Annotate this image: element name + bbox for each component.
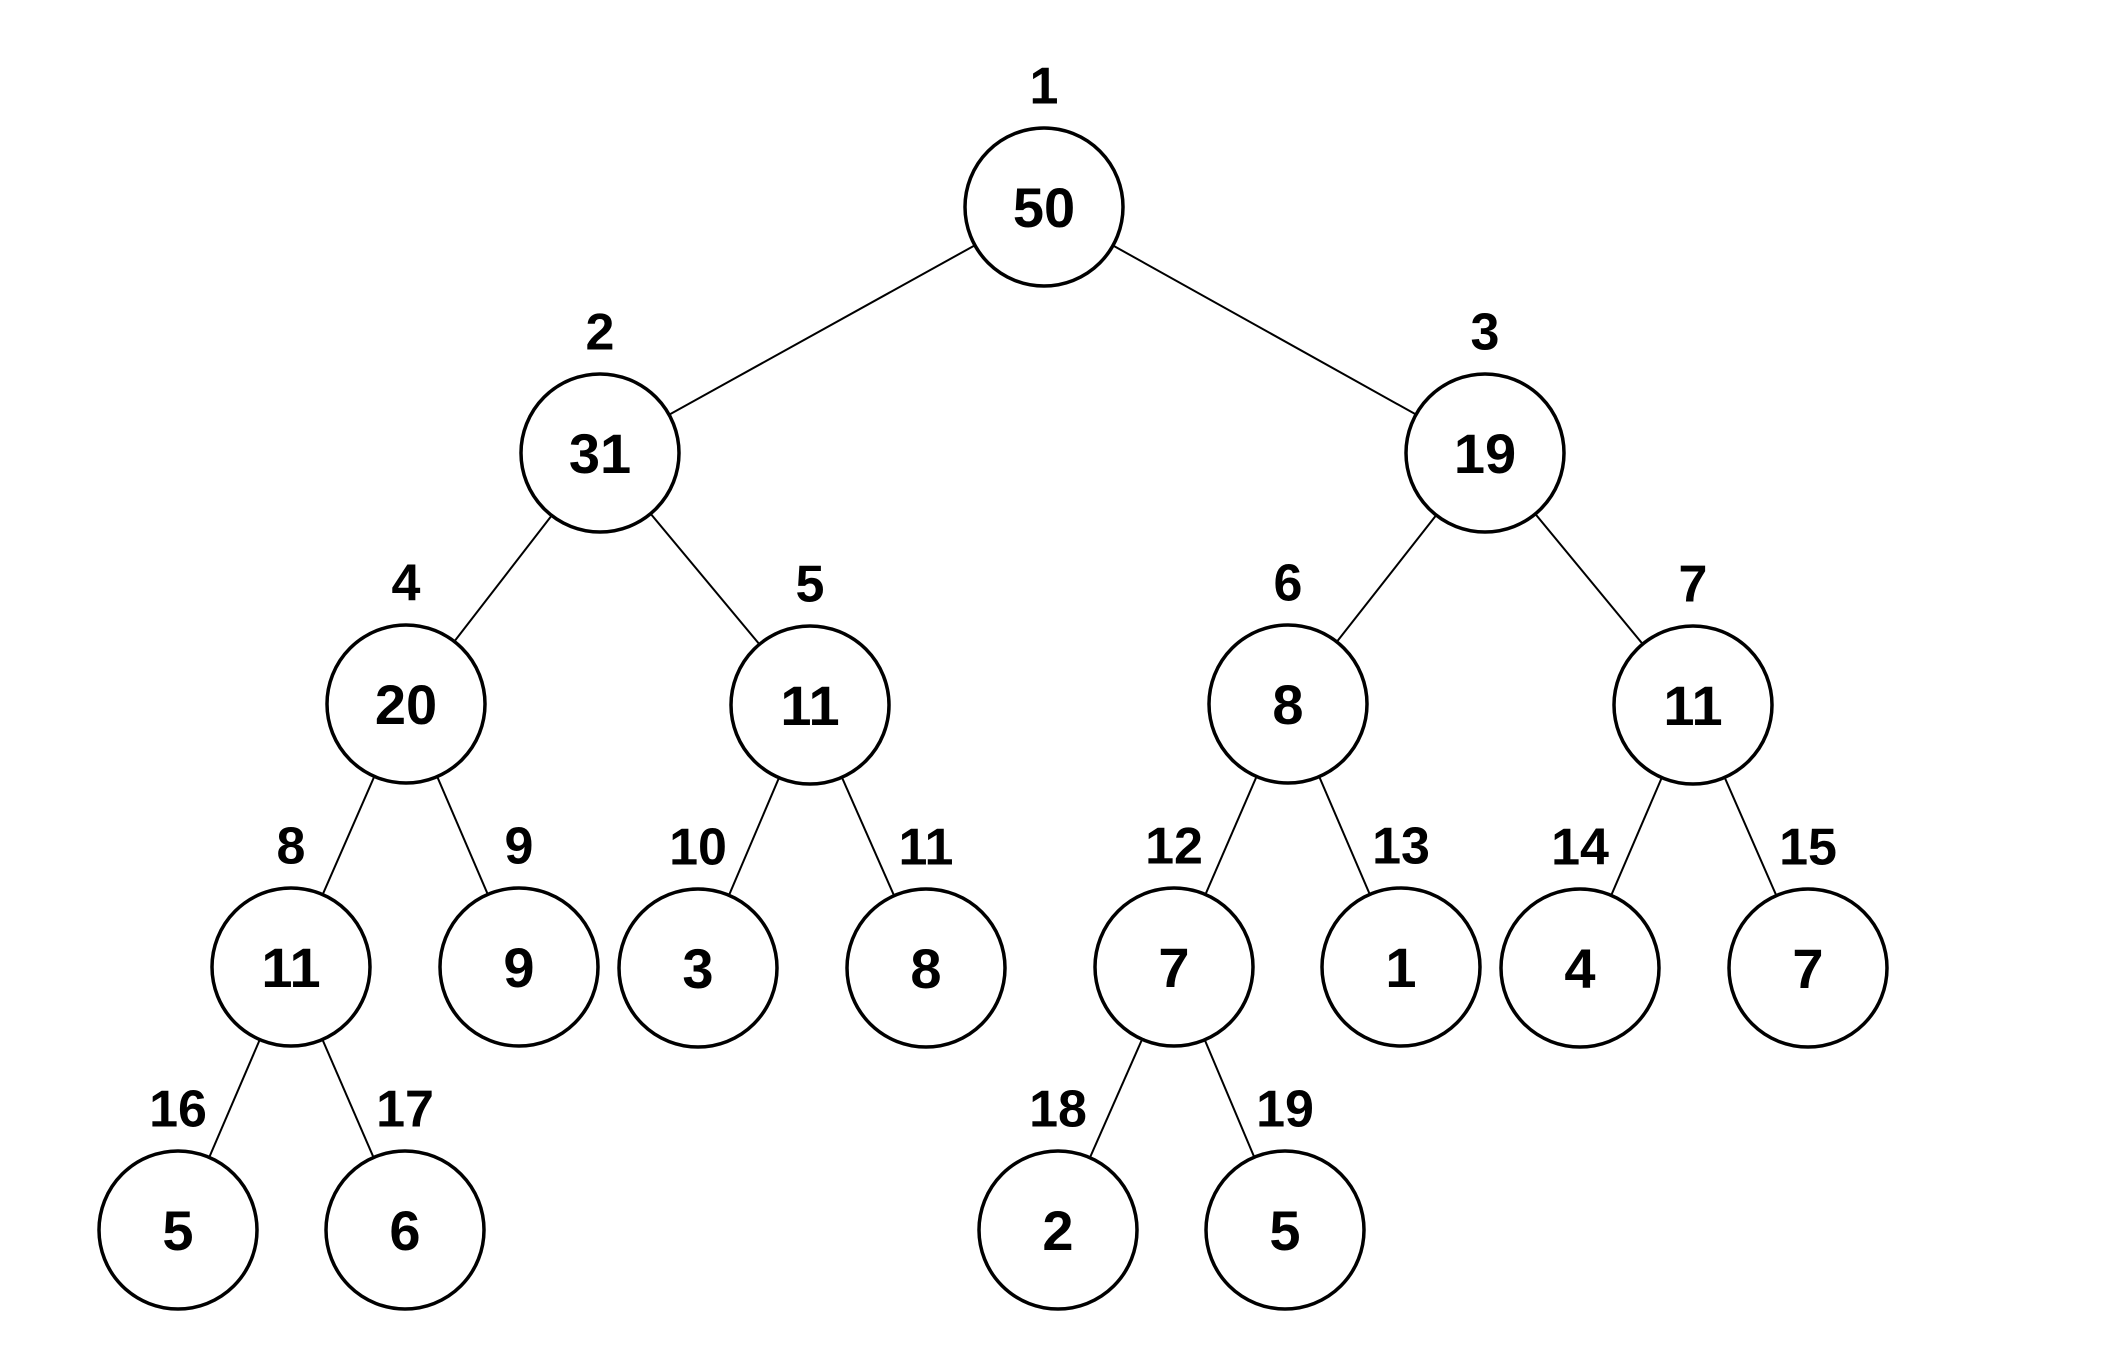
tree-node-index-label-6: 6 [1274, 555, 1303, 613]
tree-node-index-label-14: 14 [1551, 819, 1609, 877]
tree-node-index-label-7: 7 [1679, 556, 1708, 614]
tree-edge-1-2 [599, 206, 1045, 454]
tree-node-value-16: 5 [162, 1199, 193, 1262]
tree-node-index-label-1: 1 [1030, 58, 1059, 116]
tree-node-value-12: 7 [1158, 936, 1189, 999]
tree-node-value-9: 9 [503, 936, 534, 999]
tree-node-value-18: 2 [1042, 1199, 1073, 1262]
tree-node-11: 8 11 [845, 819, 1007, 1049]
tree-node-value-1: 50 [1013, 176, 1075, 239]
tree-node-value-8: 11 [261, 936, 320, 999]
tree-node-circle-14 [1499, 887, 1661, 1049]
tree-node-2: 31 2 [519, 304, 681, 534]
tree-node-10: 3 10 [617, 819, 779, 1049]
tree-node-index-label-12: 12 [1145, 818, 1203, 876]
tree-node-circle-8 [210, 886, 372, 1048]
tree-edge-1-3 [1043, 206, 1486, 454]
tree-node-circle-19 [1204, 1149, 1366, 1311]
tree-node-circle-10 [617, 887, 779, 1049]
tree-node-index-label-9: 9 [505, 818, 534, 876]
tree-node-circle-3 [1404, 372, 1566, 534]
tree-node-circle-17 [324, 1149, 486, 1311]
tree-node-value-17: 6 [389, 1199, 420, 1262]
tree-node-circle-9 [438, 886, 600, 1048]
tree-node-index-label-15: 15 [1779, 819, 1837, 877]
tree-node-circle-5 [729, 624, 891, 786]
tree-node-index-label-8: 8 [277, 818, 306, 876]
tree-node-12: 7 12 [1093, 818, 1255, 1048]
tree-node-value-15: 7 [1792, 937, 1823, 1000]
tree-node-index-label-13: 13 [1372, 818, 1430, 876]
tree-node-value-10: 3 [682, 937, 713, 1000]
tree-node-circle-6 [1207, 623, 1369, 785]
tree-node-index-label-19: 19 [1256, 1081, 1314, 1139]
tree-node-index-label-2: 2 [586, 304, 615, 362]
tree-node-index-label-5: 5 [796, 556, 825, 614]
tree-node-circle-4 [325, 623, 487, 785]
tree-node-circle-16 [97, 1149, 259, 1311]
tree-node-15: 7 15 [1727, 819, 1889, 1049]
tree-node-value-14: 4 [1564, 937, 1595, 1000]
tree-node-value-6: 8 [1272, 673, 1303, 736]
tree-node-value-11: 8 [910, 937, 941, 1000]
tree-node-value-3: 19 [1454, 422, 1516, 485]
tree-node-value-2: 31 [569, 422, 631, 485]
tree-node-13: 1 13 [1320, 818, 1482, 1048]
tree-node-16: 5 16 [97, 1081, 259, 1311]
tree-node-value-7: 11 [1663, 674, 1722, 737]
tree-node-18: 2 18 [977, 1081, 1139, 1311]
tree-node-1: 50 1 [963, 58, 1125, 288]
tree-node-index-label-10: 10 [669, 819, 727, 877]
tree-node-circle-11 [845, 887, 1007, 1049]
tree-node-circle-7 [1612, 624, 1774, 786]
tree-node-4: 20 4 [325, 555, 487, 785]
tree-node-7: 11 7 [1612, 556, 1774, 786]
tree-node-circle-15 [1727, 887, 1889, 1049]
tree-node-3: 19 3 [1404, 304, 1566, 534]
tree-node-value-5: 11 [780, 674, 839, 737]
tree-node-value-19: 5 [1269, 1199, 1300, 1262]
tree-node-index-label-3: 3 [1471, 304, 1500, 362]
tree-node-index-label-17: 17 [376, 1081, 434, 1139]
tree-node-9: 99 [438, 818, 600, 1048]
tree-node-index-label-4: 4 [392, 555, 421, 613]
tree-node-8: 11 8 [210, 818, 372, 1048]
tree-node-17: 6 17 [324, 1081, 486, 1311]
tree-node-19: 5 19 [1204, 1081, 1366, 1311]
tree-node-circle-18 [977, 1149, 1139, 1311]
tree-node-5: 11 5 [729, 556, 891, 786]
tree-node-14: 4 14 [1499, 819, 1661, 1049]
tree-node-circle-12 [1093, 886, 1255, 1048]
tree-node-circle-2 [519, 372, 681, 534]
tree-node-circle-1 [963, 126, 1125, 288]
tree-node-index-label-18: 18 [1029, 1081, 1087, 1139]
tree-node-value-4: 20 [375, 673, 437, 736]
tree-node-6: 86 [1207, 555, 1369, 785]
tree-node-index-label-16: 16 [149, 1081, 207, 1139]
tree-node-value-13: 1 [1385, 936, 1416, 999]
tree-node-index-label-11: 11 [899, 819, 954, 877]
tree-node-circle-13 [1320, 886, 1482, 1048]
